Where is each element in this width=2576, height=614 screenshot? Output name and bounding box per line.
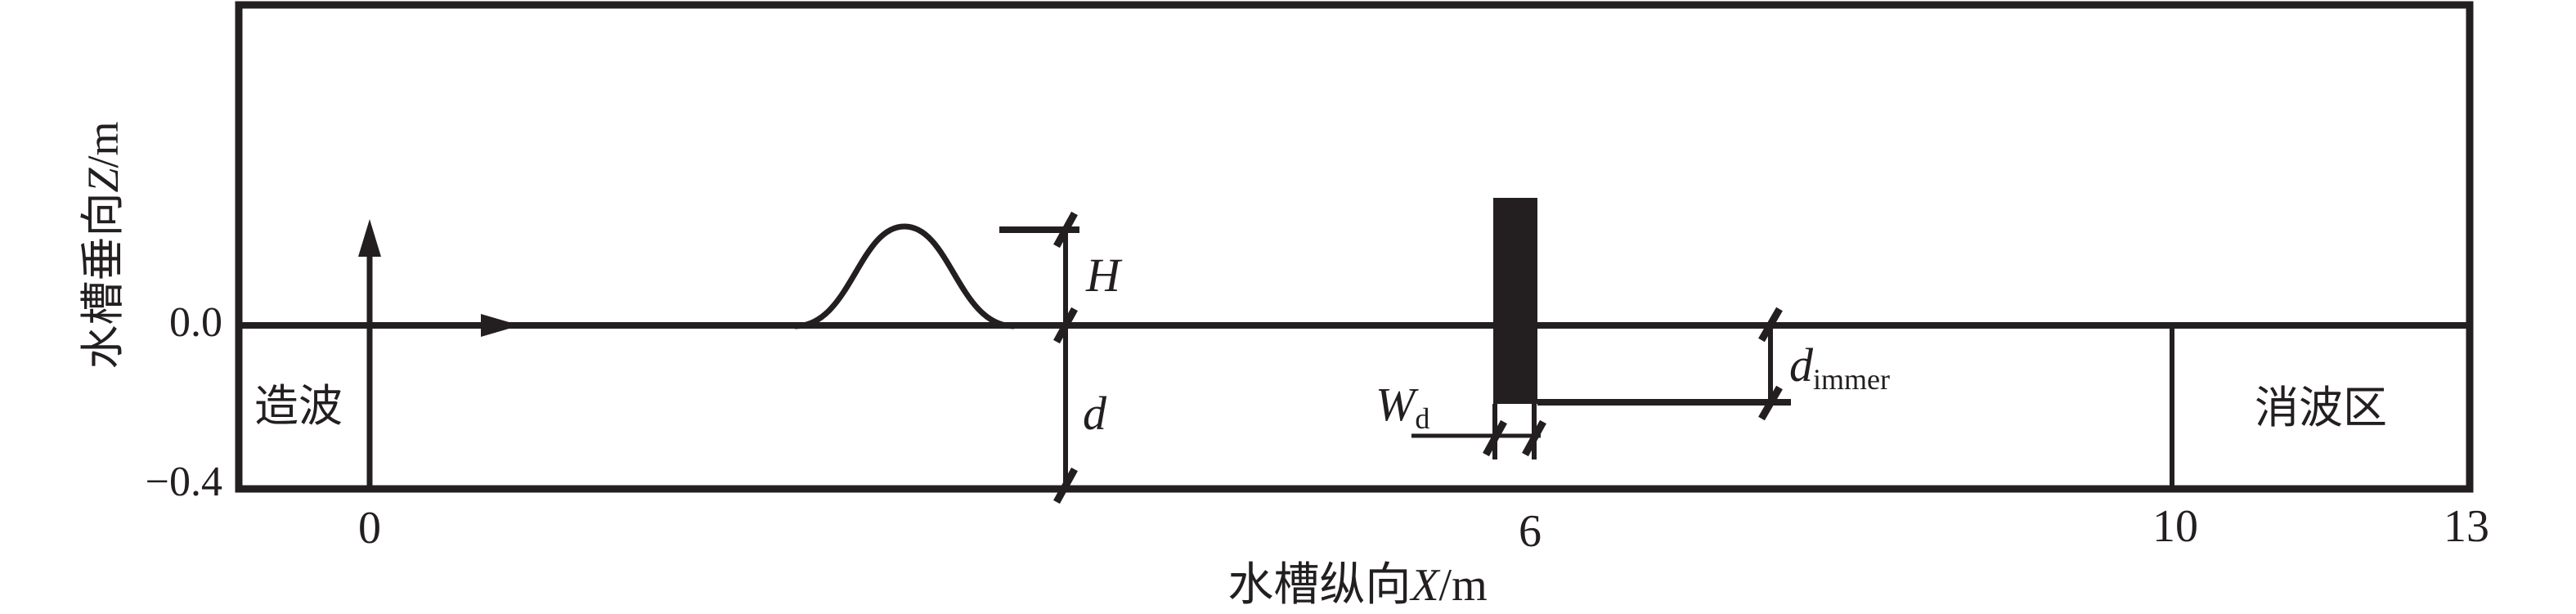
x-tick-6: 6 [1519,506,1542,557]
x-axis-arrowhead-icon [481,314,520,337]
flume-tank-outline [235,1,2474,493]
plate-width-label: Wd [1376,377,1430,436]
wave-crest-curve [794,223,1015,329]
x-tick-0: 0 [358,503,381,553]
x-axis-title: 水槽纵向X/m [1227,562,1487,608]
z-tick-0.0: 0.0 [169,299,222,346]
dimension-tick-crest [1053,211,1078,249]
z-axis-unit: /m [79,121,128,168]
x-tick-13: 13 [2444,501,2489,552]
plate-width-symbol: W [1376,377,1416,431]
wavemaker-zone-label: 造波 [254,382,343,431]
x-axis-title-text: 水槽纵向 [1227,560,1411,611]
x-axis-symbol: X [1411,560,1439,611]
x-axis-unit: /m [1438,560,1488,611]
wave-height-label: H [1086,249,1120,302]
water-depth-label: d [1083,387,1106,440]
x-tick-10: 10 [2152,501,2198,552]
absorber-zone-label: 消波区 [2255,383,2387,432]
dimension-tick-plate-width-right [1522,419,1546,457]
dimension-tick-plate-width-left [1483,419,1507,457]
z-axis-title-text: 水槽垂向 [79,192,128,370]
vertical-plate [1493,198,1537,404]
dimension-tick-immersion-bottom [1758,385,1783,421]
z-axis-arrowhead-icon [358,219,381,257]
dimension-tick-bottom [1053,467,1078,504]
z-tick--0.4: −0.4 [145,459,222,505]
dimension-tick-immersion-top [1758,307,1783,343]
dimension-tick-waterline [1053,307,1078,344]
immersion-depth-symbol: d [1789,338,1813,392]
z-axis-title: 水槽垂向Z/m [79,121,128,370]
plate-width-subscript: d [1415,402,1430,436]
immersion-depth-label: dimmer [1789,341,1890,397]
immersion-depth-subscript: immer [1813,363,1890,397]
z-axis-symbol: Z [79,168,128,193]
